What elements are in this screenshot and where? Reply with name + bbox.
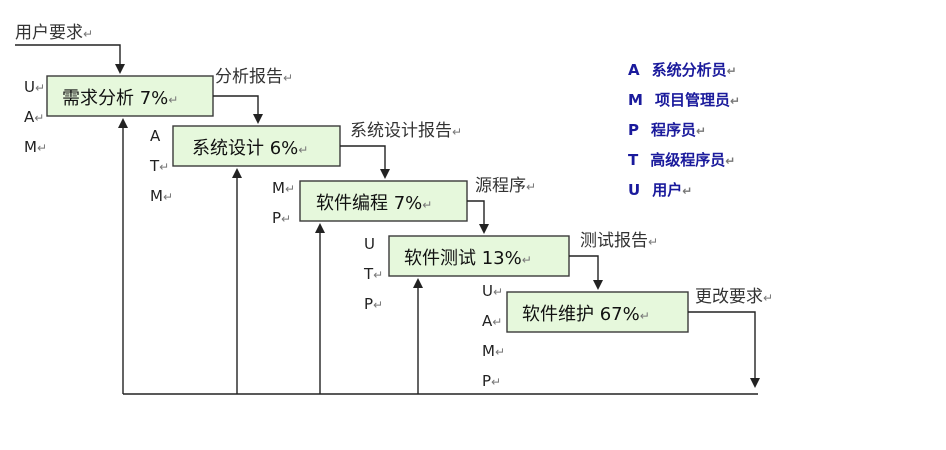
role-label: U↵	[482, 282, 503, 300]
top-input-label: 用户要求↵	[15, 23, 93, 43]
role-label: M↵	[482, 342, 505, 360]
role-label: T↵	[149, 157, 169, 175]
role-label: P↵	[272, 209, 291, 227]
stage-design-box	[172, 125, 341, 167]
output-design-report: 系统设计报告↵	[350, 121, 462, 141]
top-input-arrow	[15, 44, 125, 74]
role-label: M↵	[150, 187, 173, 205]
role-label: P↵	[364, 295, 383, 313]
output-test-report: 测试报告↵	[580, 231, 658, 251]
arrow-stage3-to-stage4	[467, 200, 489, 234]
role-label: M↵	[272, 179, 295, 197]
arrow-stage4-to-stage5	[569, 255, 603, 290]
stage-requirements-box	[46, 75, 214, 117]
output-source-code: 源程序↵	[475, 176, 536, 196]
stage-testing-label: 软件测试 13%↵	[404, 248, 532, 269]
arrow-change-request-down	[688, 311, 760, 388]
output-analysis-report: 分析报告↵	[215, 67, 293, 87]
role-label: M↵	[24, 138, 47, 156]
role-label: T↵	[363, 265, 383, 283]
role-label: U↵	[24, 78, 45, 96]
role-label: A	[150, 127, 161, 145]
arrow-stage1-to-stage2	[213, 95, 263, 124]
stage-coding-box	[299, 180, 468, 222]
stage-design-label: 系统设计 6%↵	[192, 138, 308, 159]
stage-maintenance-label: 软件维护 67%↵	[522, 304, 650, 325]
role-label: U	[364, 235, 375, 253]
role-label: P↵	[482, 372, 501, 390]
arrow-stage2-to-stage3	[340, 145, 390, 179]
output-change-request: 更改要求↵	[695, 287, 773, 307]
stage-maintenance-box	[506, 291, 689, 333]
stage-requirements-label: 需求分析 7%↵	[62, 88, 178, 109]
role-label: A↵	[482, 312, 502, 330]
role-label: A↵	[24, 108, 44, 126]
stage-coding-label: 软件编程 7%↵	[316, 193, 432, 214]
